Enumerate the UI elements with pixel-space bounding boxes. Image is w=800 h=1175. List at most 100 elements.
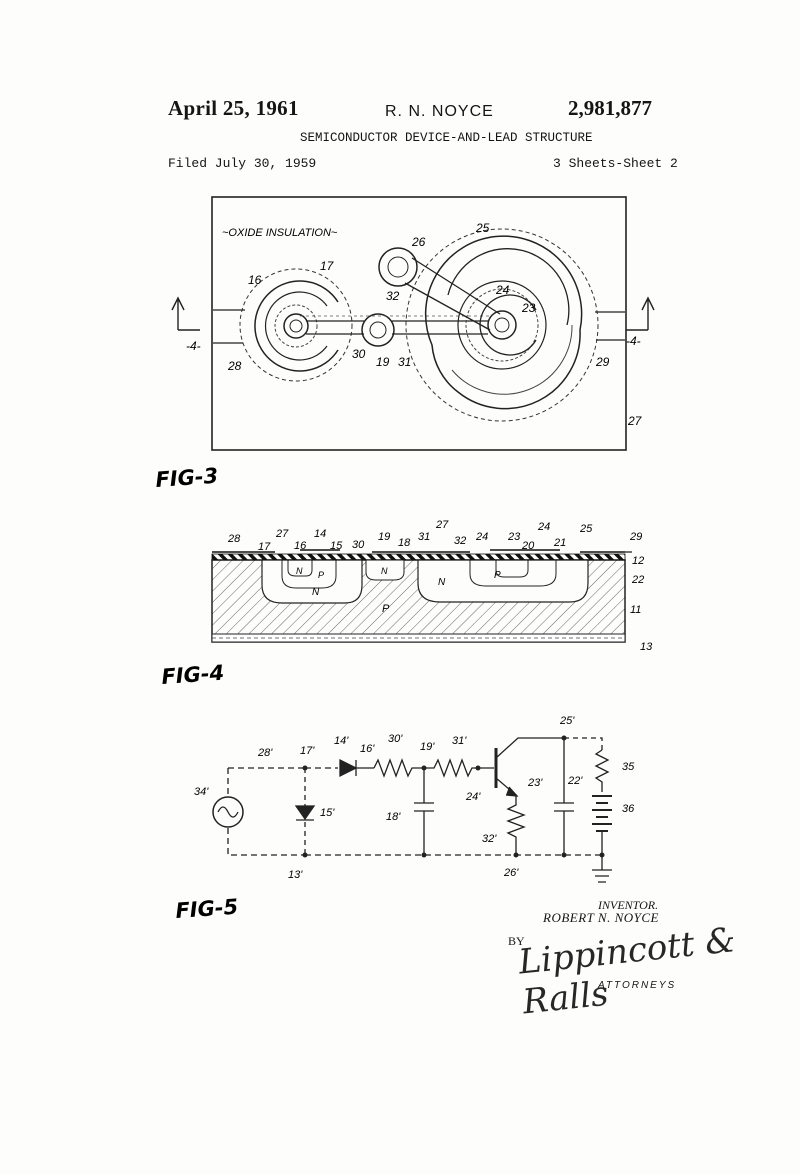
fig4-right-emitter xyxy=(495,559,529,578)
fig3-ref-16: 16 xyxy=(248,273,262,287)
fig4-ref-15: 15 xyxy=(330,540,343,552)
fig5-ref-31: 31' xyxy=(452,735,467,747)
fig5-diode-14 xyxy=(339,758,358,778)
fig3-ref-19: 19 xyxy=(376,355,390,369)
fig3-contact-23 xyxy=(487,310,517,340)
fig4-ref-31: 31 xyxy=(418,531,430,543)
fig4-ref-22: 22 xyxy=(631,574,644,586)
fig4-caption: FIG-4 xyxy=(161,661,225,689)
fig5-diode-15 xyxy=(294,805,316,821)
fig5-resistor-30 xyxy=(373,758,424,778)
fig3-contact-25-outer xyxy=(451,324,573,395)
fig4-ref-30: 30 xyxy=(352,539,365,551)
fig4-ref-18: 18 xyxy=(398,537,411,549)
fig5-transistor-arrow xyxy=(505,786,519,797)
fig4-region-n-collector-right: N xyxy=(438,577,446,588)
fig3-chip-outline xyxy=(211,196,627,451)
fig3-ref-27: 27 xyxy=(627,414,643,428)
fig5-ref-26: 26' xyxy=(503,867,519,879)
fig4-region-n-collector: N xyxy=(312,587,320,598)
fig5-ref-24: 24' xyxy=(465,791,481,803)
fig5-wire-28 xyxy=(227,767,305,856)
fig5-resistor-35 xyxy=(594,749,610,792)
fig4-right-base xyxy=(469,559,557,587)
fig3-contact-17-inner xyxy=(264,291,328,361)
fig3-contact-26-core xyxy=(387,256,409,278)
fig3-ref-32: 32 xyxy=(386,289,400,303)
fig3-section-arrow-right xyxy=(626,296,655,331)
fig3-lead-28 xyxy=(213,309,245,344)
fig3-lead-32 xyxy=(404,257,501,331)
fig5-node-17 xyxy=(302,765,308,771)
fig4-ref-13: 13 xyxy=(640,641,653,653)
fig5-node-24 xyxy=(475,765,481,771)
fig3-contact-17 xyxy=(254,280,339,372)
fig5-ref-14: 14' xyxy=(334,735,349,747)
fig5-ref-32: 32' xyxy=(482,833,497,845)
fig4-ref-24a: 24 xyxy=(475,531,488,543)
fig5-node-13 xyxy=(302,852,308,858)
figure-4: N P N N P N P 28 27 17 16 14 15 30 19 18… xyxy=(161,519,653,689)
fig4-ref-17: 17 xyxy=(258,541,271,553)
fig4-resistor-well xyxy=(365,559,405,581)
fig5-node-36 xyxy=(599,852,605,858)
fig3-lead-30 xyxy=(306,320,364,335)
fig5-node-26 xyxy=(513,852,519,858)
fig5-battery-36 xyxy=(592,795,612,832)
fig3-ref-28: 28 xyxy=(227,359,242,373)
fig5-node-18 xyxy=(421,852,427,858)
fig3-oxide-label: ~OXIDE INSULATION~ xyxy=(222,227,338,239)
fig5-ref-22: 22' xyxy=(567,775,583,787)
fig4-ref-24b: 24 xyxy=(537,521,550,533)
inventor-signature-name: ROBERT N. NOYCE xyxy=(543,910,659,925)
fig3-ref-25: 25 xyxy=(475,221,490,235)
fig3-ref-26: 26 xyxy=(411,235,426,249)
figure-5: 28' 17' 14' 16' 30' 19' 31' 25' 34' 15' … xyxy=(175,715,635,923)
fig3-ref-23: 23 xyxy=(521,301,536,315)
attorneys-label: ATTORNEYS xyxy=(598,980,677,991)
fig3-contact-16 xyxy=(283,313,309,339)
fig3-ref-31: 31 xyxy=(398,355,411,369)
fig4-region-n-resistor: N xyxy=(381,566,388,576)
fig4-region-p-base-right: P xyxy=(494,570,501,581)
fig4-right-well xyxy=(417,559,589,603)
fig5-ref-16: 16' xyxy=(360,743,375,755)
fig4-ref-25: 25 xyxy=(579,523,593,535)
fig5-ref-25: 25' xyxy=(559,715,575,727)
fig3-base-dash xyxy=(465,288,539,362)
fig3-left-boundary xyxy=(239,268,353,382)
fig4-ref-29: 29 xyxy=(629,531,642,543)
fig3-lead-31 xyxy=(392,320,488,335)
fig3-lead-29 xyxy=(595,311,625,341)
fig3-contact-19 xyxy=(361,313,395,347)
fig5-node-25 xyxy=(561,735,567,741)
fig4-ref-23: 23 xyxy=(507,531,521,543)
fig3-ref-24: 24 xyxy=(495,283,510,297)
fig3-contact-16-core xyxy=(289,319,303,333)
fig4-region-p-substrate: P xyxy=(382,603,390,615)
fig5-ac-wave xyxy=(217,806,239,818)
fig3-contact-25 xyxy=(424,235,583,410)
fig4-metal-leads xyxy=(212,549,625,553)
fig4-ref-27b: 27 xyxy=(435,519,449,531)
fig5-ref-19: 19' xyxy=(420,741,435,753)
fig5-ref-18: 18' xyxy=(386,811,401,823)
patent-title: SEMICONDUCTOR DEVICE-AND-LEAD STRUCTURE xyxy=(300,131,593,145)
fig5-ref-13: 13' xyxy=(288,869,303,881)
fig5-ref-17: 17' xyxy=(300,745,315,757)
fig4-ref-21: 21 xyxy=(553,537,566,549)
fig4-ref-16: 16 xyxy=(294,540,307,552)
fig5-wire-25 xyxy=(564,737,603,750)
fig5-ref-34: 34' xyxy=(194,786,209,798)
fig5-resistor-32 xyxy=(506,795,526,855)
fig5-ref-30: 30' xyxy=(388,733,403,745)
fig3-base-ring xyxy=(457,280,547,370)
fig4-ref-14: 14 xyxy=(314,528,326,540)
fig5-capacitor-18 xyxy=(414,768,434,855)
fig3-ref-4-left: -4- xyxy=(186,339,201,353)
fig4-ref-32: 32 xyxy=(454,535,466,547)
patent-number: 2,981,877 xyxy=(568,96,652,120)
fig5-ref-15: 15' xyxy=(320,807,335,819)
fig4-ref-12: 12 xyxy=(632,555,644,567)
fig3-ref-29: 29 xyxy=(595,355,610,369)
